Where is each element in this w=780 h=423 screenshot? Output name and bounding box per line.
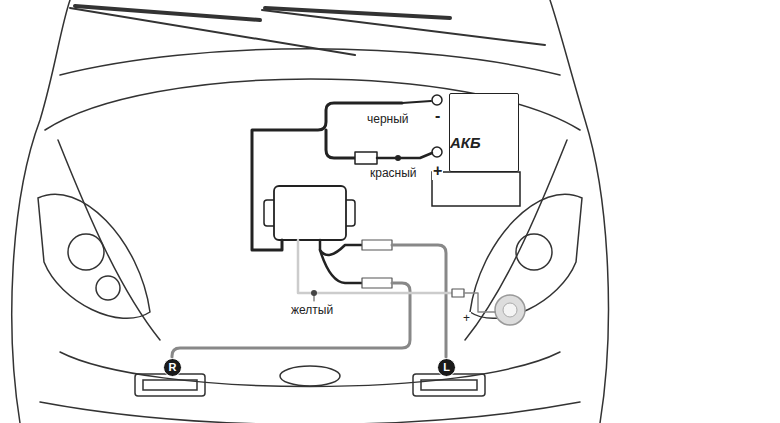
yellow-wire <box>298 240 452 293</box>
leader-line <box>314 293 315 301</box>
windshield-base <box>60 49 560 75</box>
battery-terminal <box>432 95 442 105</box>
emblem <box>280 366 340 386</box>
headlight-lamp <box>68 234 104 270</box>
control-unit <box>264 186 355 240</box>
fog-lamp <box>135 374 205 396</box>
body-outline <box>12 0 70 423</box>
wiper-blade <box>265 8 450 18</box>
node-text: R <box>169 362 177 373</box>
body-outline <box>550 0 608 423</box>
fog-lamp-lens <box>143 380 197 390</box>
wire-color-label: желтый <box>290 304 334 317</box>
battery-terminal <box>432 147 442 157</box>
bulb <box>495 295 525 325</box>
battery-base <box>432 172 520 206</box>
red-wire <box>377 153 432 158</box>
wipers <box>70 6 545 55</box>
black-wire-lug <box>402 101 431 103</box>
fuse-holder <box>355 152 377 164</box>
connector <box>452 289 464 297</box>
wiper-blade <box>75 6 260 20</box>
node-text: L <box>443 362 450 373</box>
headlight <box>470 194 582 318</box>
headlight-lamp <box>516 234 552 270</box>
bulb-lead <box>464 293 495 312</box>
unit-lead <box>320 240 362 255</box>
callout-circle: R <box>163 358 182 377</box>
unit-box <box>274 186 346 240</box>
terminal-sign: + <box>462 312 471 325</box>
fog-lamp-lens <box>421 380 477 390</box>
left-light-wire <box>392 245 446 357</box>
bulb-center <box>503 303 517 317</box>
headlight <box>38 194 150 318</box>
battery-box: АКБ <box>449 93 519 172</box>
headlight-lamp <box>96 276 120 300</box>
fog-lamp <box>413 374 485 396</box>
car-body <box>12 0 609 423</box>
wiring <box>172 101 495 357</box>
connector <box>362 278 392 288</box>
bumper-lower <box>40 402 580 423</box>
callout-circle: L <box>437 358 456 377</box>
wire-color-label: красный <box>369 167 418 180</box>
red-wire <box>326 130 355 158</box>
wire-color-label: черный <box>366 113 410 126</box>
terminal-sign: - <box>434 107 441 125</box>
hood-edge <box>58 140 160 340</box>
connector <box>362 240 392 250</box>
terminal-sign: + <box>432 162 443 180</box>
node-text: АКБ <box>450 135 481 150</box>
wire-dot <box>395 155 401 161</box>
unit-lead <box>320 250 362 283</box>
